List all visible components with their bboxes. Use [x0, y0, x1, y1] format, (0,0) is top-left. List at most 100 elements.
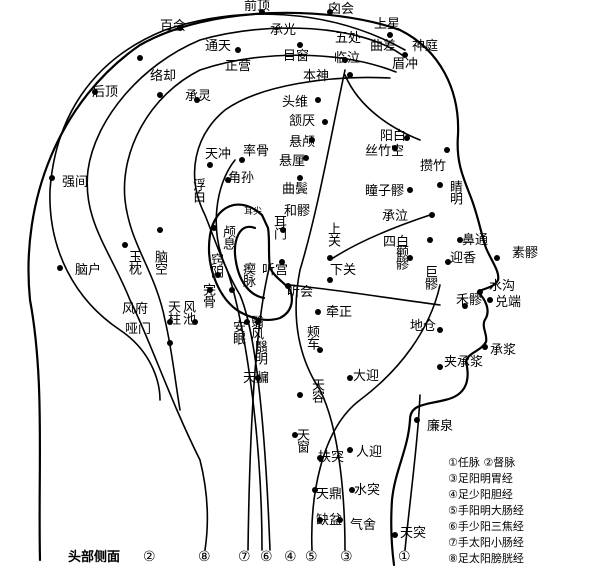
point-label: 浮白 [190, 178, 205, 202]
point-label: 听会 [287, 285, 314, 300]
point-label: 本神 [303, 69, 330, 84]
meridian-number: ① [398, 549, 411, 565]
point-label: 攒竹 [420, 159, 447, 174]
point-label: 水沟 [489, 279, 516, 294]
point-label: 悬颅 [289, 135, 316, 150]
point-label: 四白 [383, 235, 410, 250]
point-label: 水突 [354, 483, 381, 498]
point-label: 扶突 [318, 450, 345, 465]
point-label: 颧髎 [393, 245, 408, 269]
meridian-number: ⑧ [198, 549, 211, 565]
point-label: 脑空 [152, 250, 167, 274]
point-label: 素髎 [512, 246, 539, 261]
point-label: 上关 [325, 222, 340, 246]
meridian-line-large [310, 284, 441, 551]
meridian-line-stomach [295, 69, 346, 551]
point-label: 角孙 [228, 171, 255, 186]
point-label: 悬厘 [279, 154, 306, 169]
meridian-number: ⑦ [238, 549, 251, 565]
point-label: 脑户 [75, 263, 102, 278]
legend-item: ①任脉 ②督脉 [448, 456, 516, 469]
point-label: 后顶 [92, 85, 119, 100]
point-label: 颔厌 [289, 114, 316, 129]
point-label: 强间 [62, 175, 89, 190]
point-label: 窍阴 [208, 253, 223, 277]
head-outline [27, 11, 500, 567]
point-label: 囟会 [328, 2, 355, 17]
point-label: 翳风 [248, 315, 263, 339]
point-label: 耳门 [271, 215, 286, 239]
point-label: 巨髎 [422, 265, 437, 289]
point-label: 哑门 [125, 322, 152, 337]
point-label: 兑端 [495, 295, 522, 310]
point-label: 鼻通 [462, 233, 489, 248]
point-label: 前顶 [244, 0, 271, 14]
point-label: 正营 [225, 59, 252, 74]
point-label: 天冲 [205, 147, 232, 162]
point-label: 颊车 [304, 325, 319, 349]
point-label: 耳尖 [244, 207, 263, 217]
legend-item: ⑦手太阳小肠经 [448, 536, 524, 549]
legend-item: ⑧足太阳膀胱经 [448, 552, 524, 565]
point-label: 通天 [205, 39, 232, 54]
point-label: 承光 [270, 23, 297, 38]
point-label: 天突 [400, 526, 427, 541]
point-label: 阳白 [380, 129, 407, 144]
point-label: 安眠 [230, 320, 245, 344]
point-label: 五处 [335, 31, 362, 46]
point-label: 曲鬓 [282, 182, 309, 197]
ear-inner [233, 225, 266, 300]
point-label: 曲差 [370, 39, 397, 54]
meridian-number: ⑤ [305, 549, 318, 565]
point-label: 承泣 [382, 209, 409, 224]
point-label: 眉冲 [392, 57, 419, 72]
point-label: 听宫 [262, 263, 289, 278]
point-label: 睛明 [447, 180, 462, 204]
meridian-number: ⑥ [260, 549, 273, 565]
legend-item: ③足阳明胃经 [448, 472, 513, 485]
point-label: 廉泉 [427, 419, 454, 434]
legend-item: ④足少阳胆经 [448, 488, 513, 501]
point-label: 目窗 [283, 49, 310, 64]
point-label: 翳明 [252, 340, 267, 364]
face-line-3 [344, 74, 421, 141]
point-label: 和髎 [284, 204, 311, 219]
legend: ①任脉 ②督脉 ③足阳明胃经 ④足少阳胆经 ⑤手阳明大肠经 ⑥手少阳三焦经 ⑦手… [448, 455, 598, 567]
point-label: 承浆 [490, 343, 517, 358]
point-label: 迎香 [450, 251, 477, 266]
meridian-number: ③ [340, 549, 353, 565]
point-label: 天牖 [243, 371, 270, 386]
meridian-number: ② [143, 549, 156, 565]
point-label: 头维 [282, 95, 309, 110]
meridian-line-gallbladder-1 [123, 54, 397, 411]
point-label: 地仓 [410, 319, 437, 334]
point-label: 风池 [180, 300, 195, 324]
point-label: 气舍 [350, 518, 377, 533]
point-label: 风府 [122, 302, 149, 317]
point-label: 临泣 [334, 51, 361, 66]
point-label: 承灵 [185, 89, 212, 104]
point-label: 天鼎 [316, 487, 343, 502]
face-line-2 [289, 284, 441, 306]
point-label: 瞳子髎 [365, 184, 405, 199]
point-label: 瘈脉 [240, 262, 255, 286]
point-label: 天容 [309, 378, 324, 402]
point-label: 率骨 [243, 144, 270, 159]
point-label: 完骨 [200, 283, 215, 307]
point-label: 夹承浆 [444, 355, 484, 370]
point-label: 天柱 [165, 300, 180, 324]
point-label: 颅息 [220, 225, 235, 249]
point-label: 禾髎 [456, 293, 483, 308]
meridian-line-bladder [86, 27, 403, 551]
point-label: 人迎 [356, 445, 383, 460]
point-label: 百会 [160, 19, 187, 34]
point-label: 神庭 [412, 39, 439, 54]
point-label: 天窗 [294, 428, 309, 452]
point-label: 丝竹空 [365, 144, 405, 159]
point-label: 络却 [150, 69, 177, 84]
diagram-caption: 头部侧面 [68, 550, 121, 565]
point-label: 牵正 [326, 305, 353, 320]
legend-item: ⑥手少阳三焦经 [448, 520, 524, 533]
legend-item: ⑤手阳明大肠经 [448, 504, 524, 517]
